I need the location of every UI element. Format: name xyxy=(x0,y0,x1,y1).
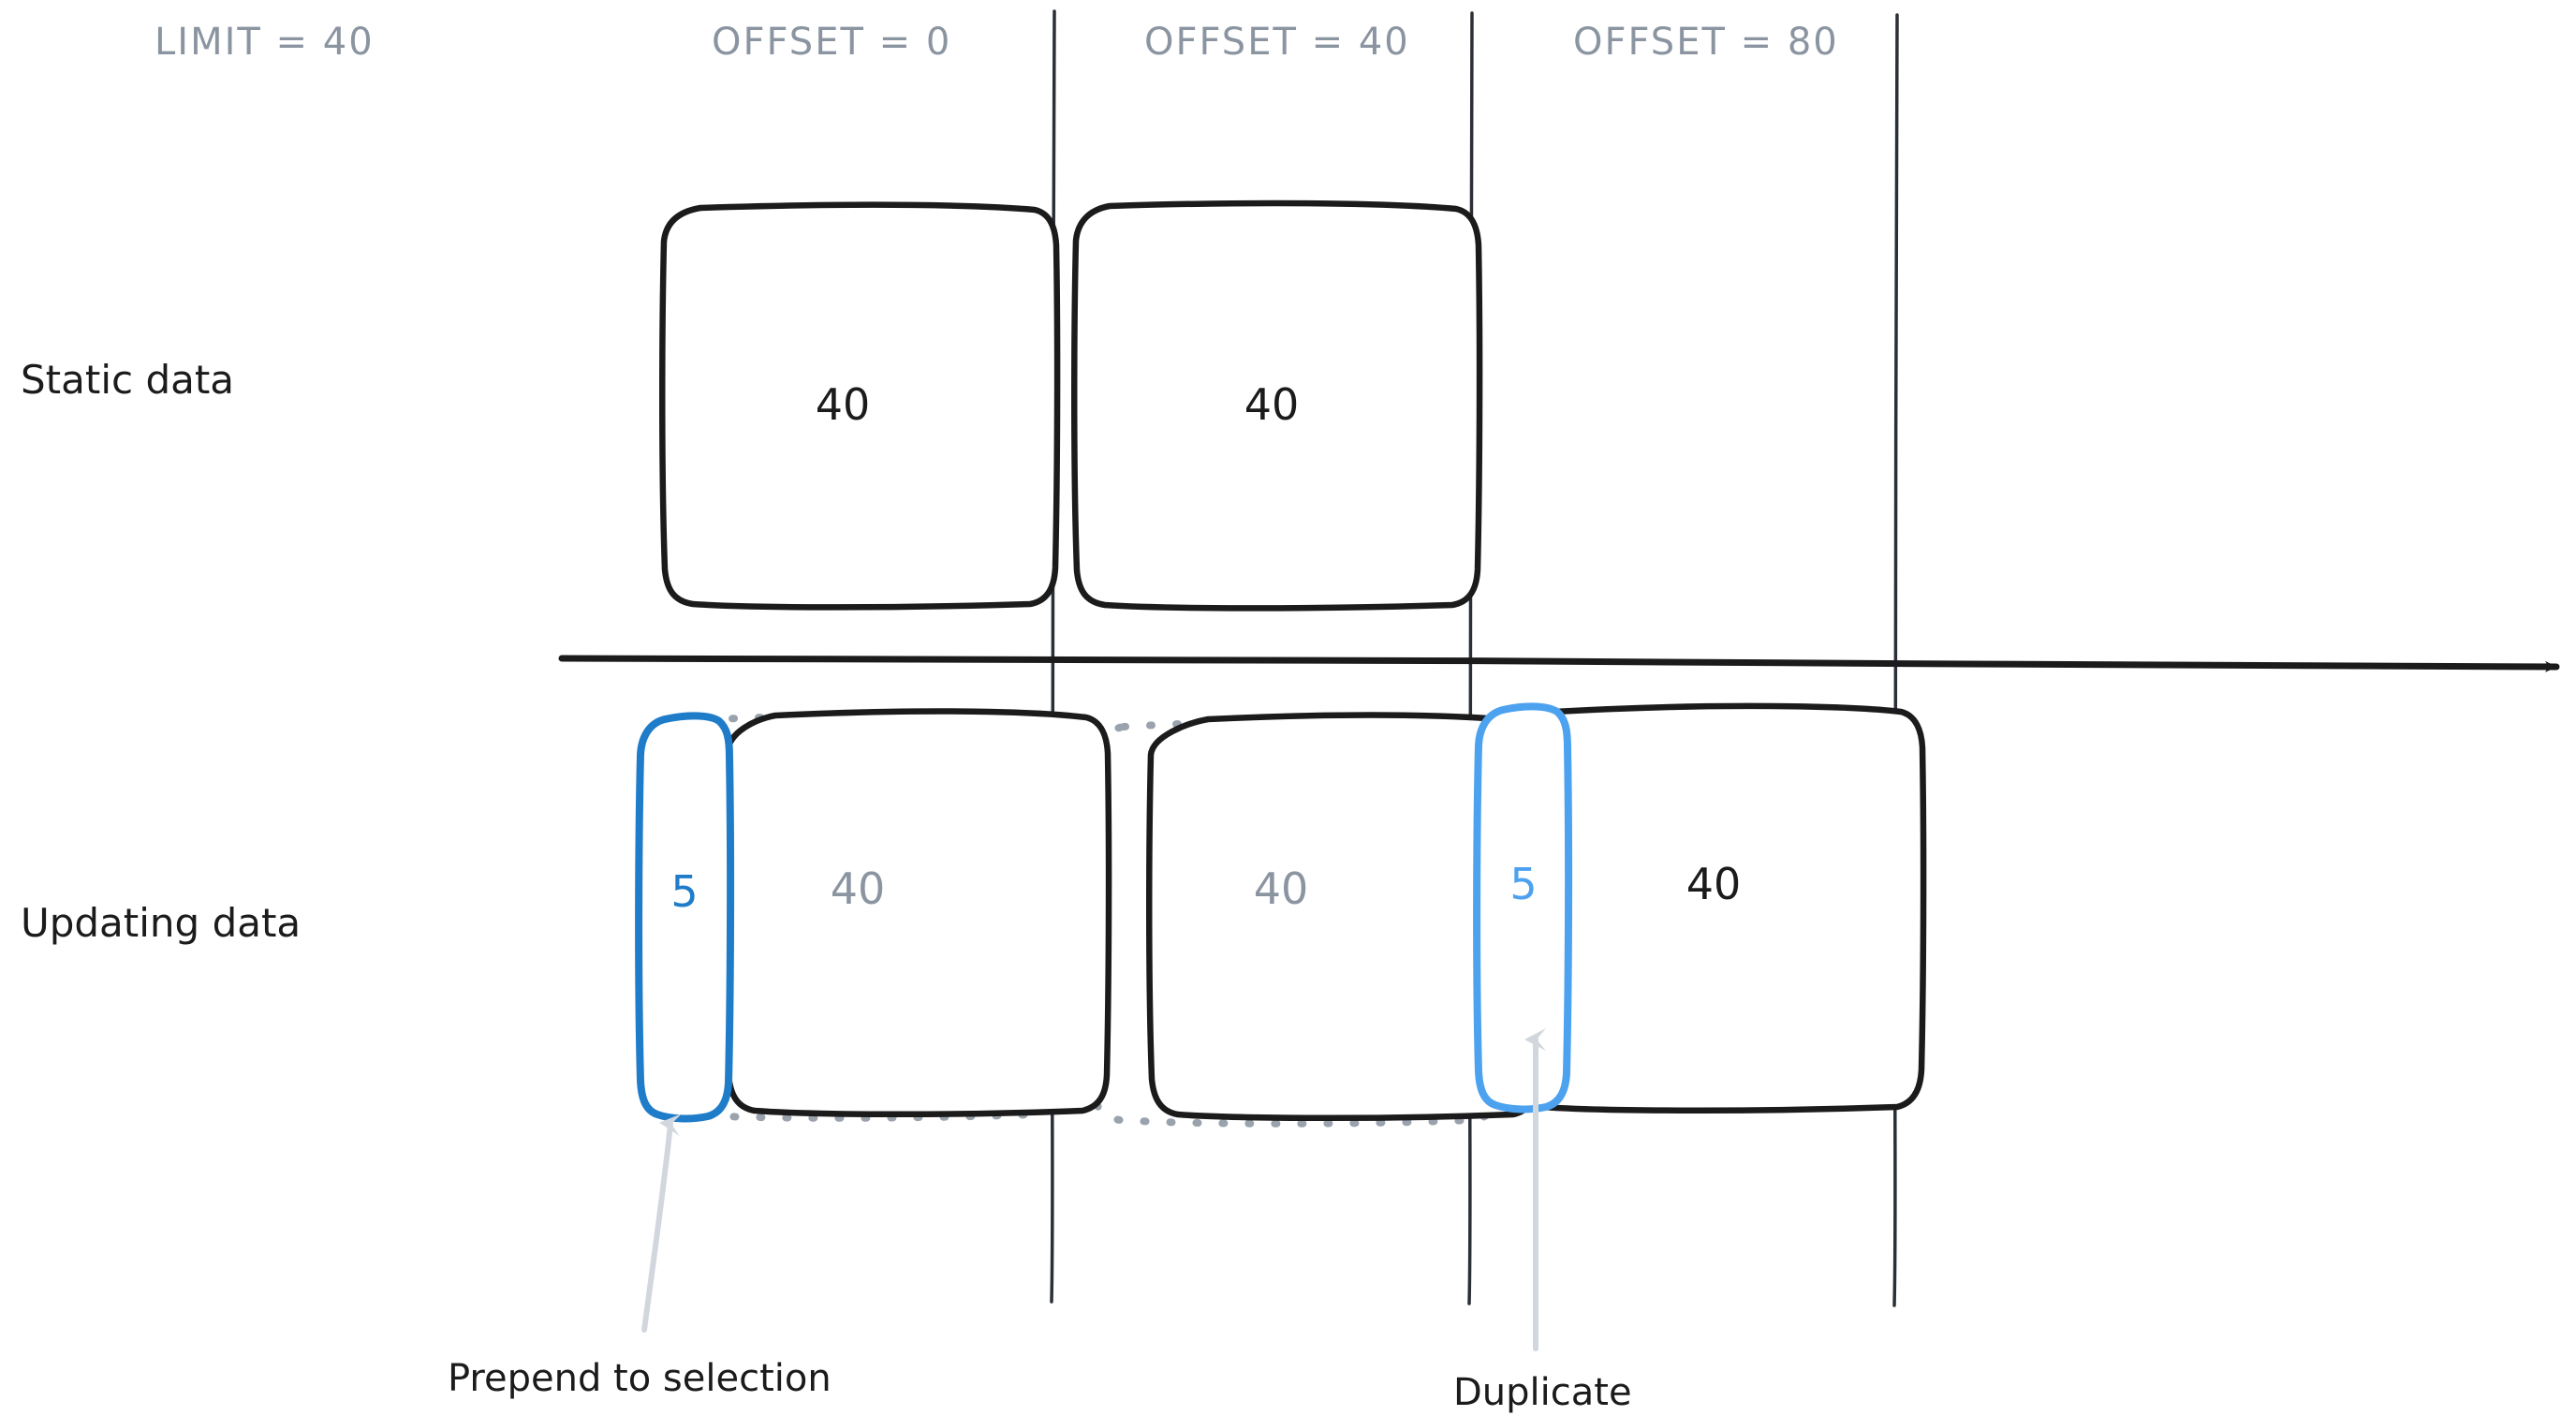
timeline-axis-line xyxy=(558,655,2560,672)
static-page-1-value: 40 xyxy=(816,379,871,430)
static-page-2-value: 40 xyxy=(1244,379,1300,430)
header-limit: LIMIT = 40 xyxy=(155,21,375,64)
updating-prepend-box[interactable] xyxy=(635,712,735,1123)
updating-duplicate-value: 5 xyxy=(1509,859,1537,909)
updating-page-2-value: 40 xyxy=(1254,863,1309,914)
static-page-1-box[interactable] xyxy=(659,201,1061,611)
header-offset-0: OFFSET = 0 xyxy=(712,21,951,64)
row-label-static: Static data xyxy=(21,357,234,403)
row-label-updating: Updating data xyxy=(21,900,301,946)
header-offset-40: OFFSET = 40 xyxy=(1144,21,1410,64)
header-offset-80: OFFSET = 80 xyxy=(1573,21,1839,64)
updating-duplicate-box[interactable] xyxy=(1473,702,1573,1114)
updating-prepend-value: 5 xyxy=(670,866,698,917)
updating-page-1-value: 40 xyxy=(831,863,886,914)
annotation-duplicate-label: Duplicate xyxy=(1453,1371,1632,1414)
blue-highlight-group: 5 5 xyxy=(635,702,1573,1123)
annotation-prepend-label: Prepend to selection xyxy=(448,1357,832,1400)
annotation-labels: Prepend to selection Duplicate xyxy=(448,1357,1632,1414)
static-page-2-box[interactable] xyxy=(1071,199,1483,612)
annotation-arrows xyxy=(641,1028,1546,1351)
timeline-axis-arrow xyxy=(558,655,2560,672)
divider-line-3 xyxy=(1892,13,1899,1307)
header-labels: LIMIT = 40 OFFSET = 0 OFFSET = 40 OFFSET… xyxy=(155,21,1839,64)
prepend-leader-arrow xyxy=(641,1114,683,1333)
updating-page-3-value: 40 xyxy=(1686,859,1742,909)
static-row-group: 40 40 xyxy=(659,199,1483,612)
updating-page-1-box[interactable] xyxy=(723,708,1112,1118)
updating-row-group: 40 40 40 xyxy=(723,702,1927,1122)
row-labels: Static data Updating data xyxy=(21,357,301,946)
